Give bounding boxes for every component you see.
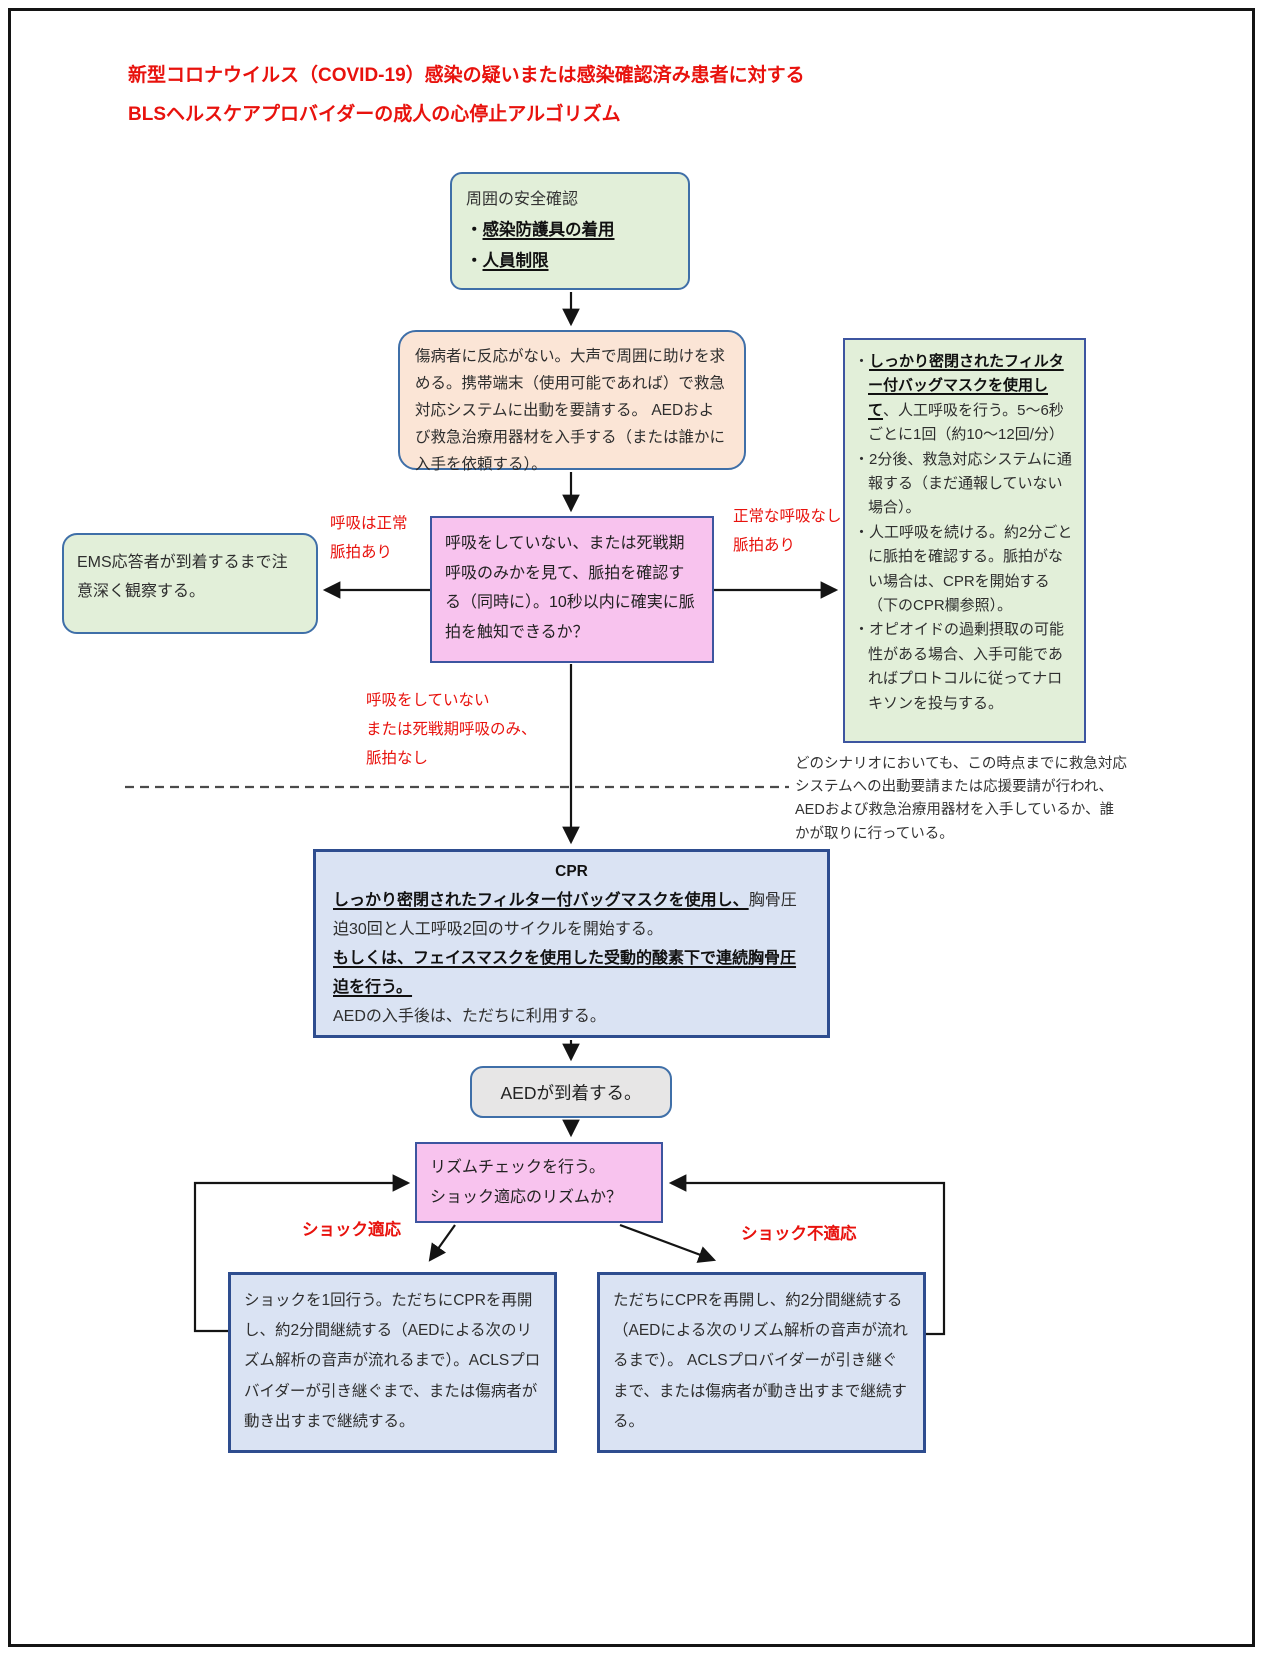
node-rescue-breathing: ・しっかり密閉されたフィルター付バッグマスクを使用して、人工呼吸を行う。5～6秒… (843, 338, 1086, 743)
label-non-shockable: ショック不適応 (741, 1225, 857, 1243)
rescue-breathing-bullet-1: ・しっかり密閉されたフィルター付バッグマスクを使用して、人工呼吸を行う。5～6秒… (854, 353, 1064, 444)
node-shock-then-cpr: ショックを1回行う。ただちにCPRを再開し、約2分間継続する（AEDによる次のリ… (228, 1272, 557, 1453)
scene-safety-heading: 周囲の安全確認 (466, 191, 579, 208)
page-title-line1: 新型コロナウイルス（COVID-19）感染の疑いまたは感染確認済み患者に対する (128, 65, 805, 86)
bullet-mark: ・ (854, 353, 870, 370)
bullet-mark: ・ (854, 523, 870, 541)
monitor-until-ems-text: EMS応答者が到着するまで注意深く観察する。 (77, 554, 288, 600)
node-cpr: CPR しっかり密閉されたフィルター付バッグマスクを使用し、胸骨圧迫30回と人工… (313, 849, 830, 1038)
cpr-instruction-2: もしくは、フェイスマスクを使用した受動的酸素下で連続胸骨圧迫を行う。 (333, 950, 797, 996)
label-no-breathing-no-pulse: 呼吸をしていない または死戦期呼吸のみ、 脈拍なし (366, 692, 537, 767)
node-aed-arrives: AEDが到着する。 (470, 1066, 672, 1118)
node-breathing-pulse-check: 呼吸をしていない、または死戦期呼吸のみかを見て、脈拍を確認する（同時に）。10秒… (430, 516, 714, 663)
cpr-instruction-3: AEDの入手後は、ただちに利用する。 (333, 1008, 606, 1025)
scene-safety-bullet-limit-personnel: ・人員制限 (466, 252, 549, 270)
shock-then-cpr-text: ショックを1回行う。ただちにCPRを再開し、約2分間継続する（AEDによる次のリ… (244, 1292, 541, 1430)
node-rhythm-check: リズムチェックを行う。 ショック適応のリズムか？ (415, 1142, 663, 1223)
victim-unresponsive-text: 傷病者に反応がない。大声で周囲に助けを求める。携帯端末（使用可能であれば）で救急… (415, 348, 726, 473)
bullet-mark: ・ (854, 621, 870, 639)
rescue-breathing-bullet-3: ・人工呼吸を続ける。約2分ごとに脈拍を確認する。脈拍がない場合は、CPRを開始す… (854, 523, 1073, 615)
breathing-pulse-check-text: 呼吸をしていない、または死戦期呼吸のみかを見て、脈拍を確認する（同時に）。10秒… (445, 535, 695, 641)
label-normal-breathing-pulse: 呼吸は正常 脈拍あり (330, 515, 408, 561)
page-title-line2: BLSヘルスケアプロバイダーの成人の心停止アルゴリズム (128, 104, 621, 125)
rescue-breathing-bullet-4: ・オピオイドの過剰摂取の可能性がある場合、入手可能であればプロトコルに従ってナロ… (854, 621, 1065, 712)
node-scene-safety: 周囲の安全確認 ・感染防護具の着用 ・人員制限 (450, 172, 690, 290)
page-border (8, 8, 1255, 1647)
rhythm-check-line1: リズムチェックを行う。 (430, 1159, 606, 1176)
resume-cpr-text: ただちにCPRを再開し、約2分間継続する（AEDによる次のリズム解析の音声が流れ… (613, 1292, 908, 1430)
node-resume-cpr: ただちにCPRを再開し、約2分間継続する（AEDによる次のリズム解析の音声が流れ… (597, 1272, 926, 1453)
label-no-normal-breathing-pulse: 正常な呼吸なし 脈拍あり (733, 508, 842, 554)
scene-safety-bullet-ppe: ・感染防護具の着用 (466, 221, 615, 239)
bullet-mark: ・ (466, 221, 483, 239)
cpr-title: CPR (555, 863, 588, 880)
label-shockable: ショック適応 (302, 1221, 401, 1239)
rescue-breathing-bullet-2: ・2分後、救急対応システムに通報する（まだ通報していない場合）。 (854, 450, 1072, 517)
bullet-mark: ・ (854, 450, 870, 468)
scenario-note: どのシナリオにおいても、この時点までに救急対応システムへの出動要請または応援要請… (795, 756, 1127, 842)
cpr-instruction-1: しっかり密閉されたフィルター付バッグマスクを使用し、胸骨圧迫30回と人工呼吸2回… (333, 892, 797, 938)
aed-arrives-text: AEDが到着する。 (500, 1082, 642, 1103)
rhythm-check-line2: ショック適応のリズムか？ (430, 1189, 623, 1206)
node-monitor-until-ems: EMS応答者が到着するまで注意深く観察する。 (62, 533, 318, 634)
bullet-mark: ・ (466, 252, 483, 270)
node-victim-unresponsive: 傷病者に反応がない。大声で周囲に助けを求める。携帯端末（使用可能であれば）で救急… (398, 330, 746, 473)
page-title: 新型コロナウイルス（COVID-19）感染の疑いまたは感染確認済み患者に対する … (128, 56, 1028, 134)
